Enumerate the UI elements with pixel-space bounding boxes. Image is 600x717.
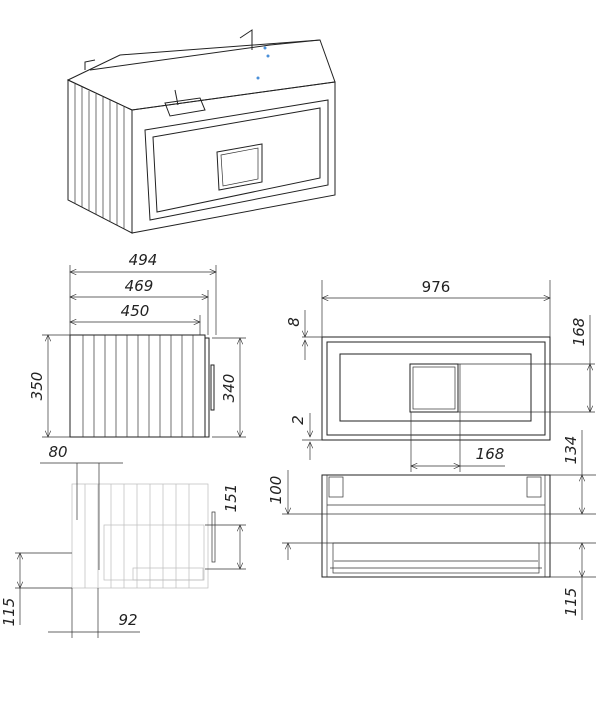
handle-iso — [216, 143, 263, 191]
dim-450: 450 — [121, 302, 150, 320]
dim-151: 151 — [222, 484, 240, 513]
bottom-view: 134 100 115 — [267, 430, 596, 620]
dim-168-horizontal: 168 — [476, 445, 505, 463]
dim-494: 494 — [129, 251, 158, 269]
mount-bracket-left — [328, 476, 344, 498]
dim-100: 100 — [267, 476, 285, 505]
fluting-iso — [74, 84, 125, 229]
dim-168-vertical: 168 — [570, 318, 588, 347]
front-view: 976 8 2 168 168 — [285, 278, 595, 472]
dim-8: 8 — [285, 317, 303, 327]
mount-bracket-right — [526, 476, 542, 498]
dim-134: 134 — [562, 436, 580, 465]
dim-2: 2 — [289, 415, 307, 425]
handle-side — [210, 364, 215, 411]
dim-976: 976 — [422, 278, 451, 296]
side-section-view: 80 151 115 92 — [0, 443, 246, 638]
handle-front — [409, 363, 459, 413]
isometric-view — [66, 29, 336, 234]
side-view: 494 469 450 350 340 — [28, 251, 246, 437]
dim-350: 350 — [28, 372, 46, 401]
siphon-iso — [164, 97, 206, 117]
fluting-side — [82, 335, 194, 437]
dim-80: 80 — [48, 443, 67, 461]
dim-115-left: 115 — [0, 598, 18, 627]
dim-469: 469 — [125, 277, 154, 295]
dim-115-right: 115 — [562, 588, 580, 617]
dim-340: 340 — [220, 374, 238, 403]
dim-92: 92 — [118, 611, 137, 629]
